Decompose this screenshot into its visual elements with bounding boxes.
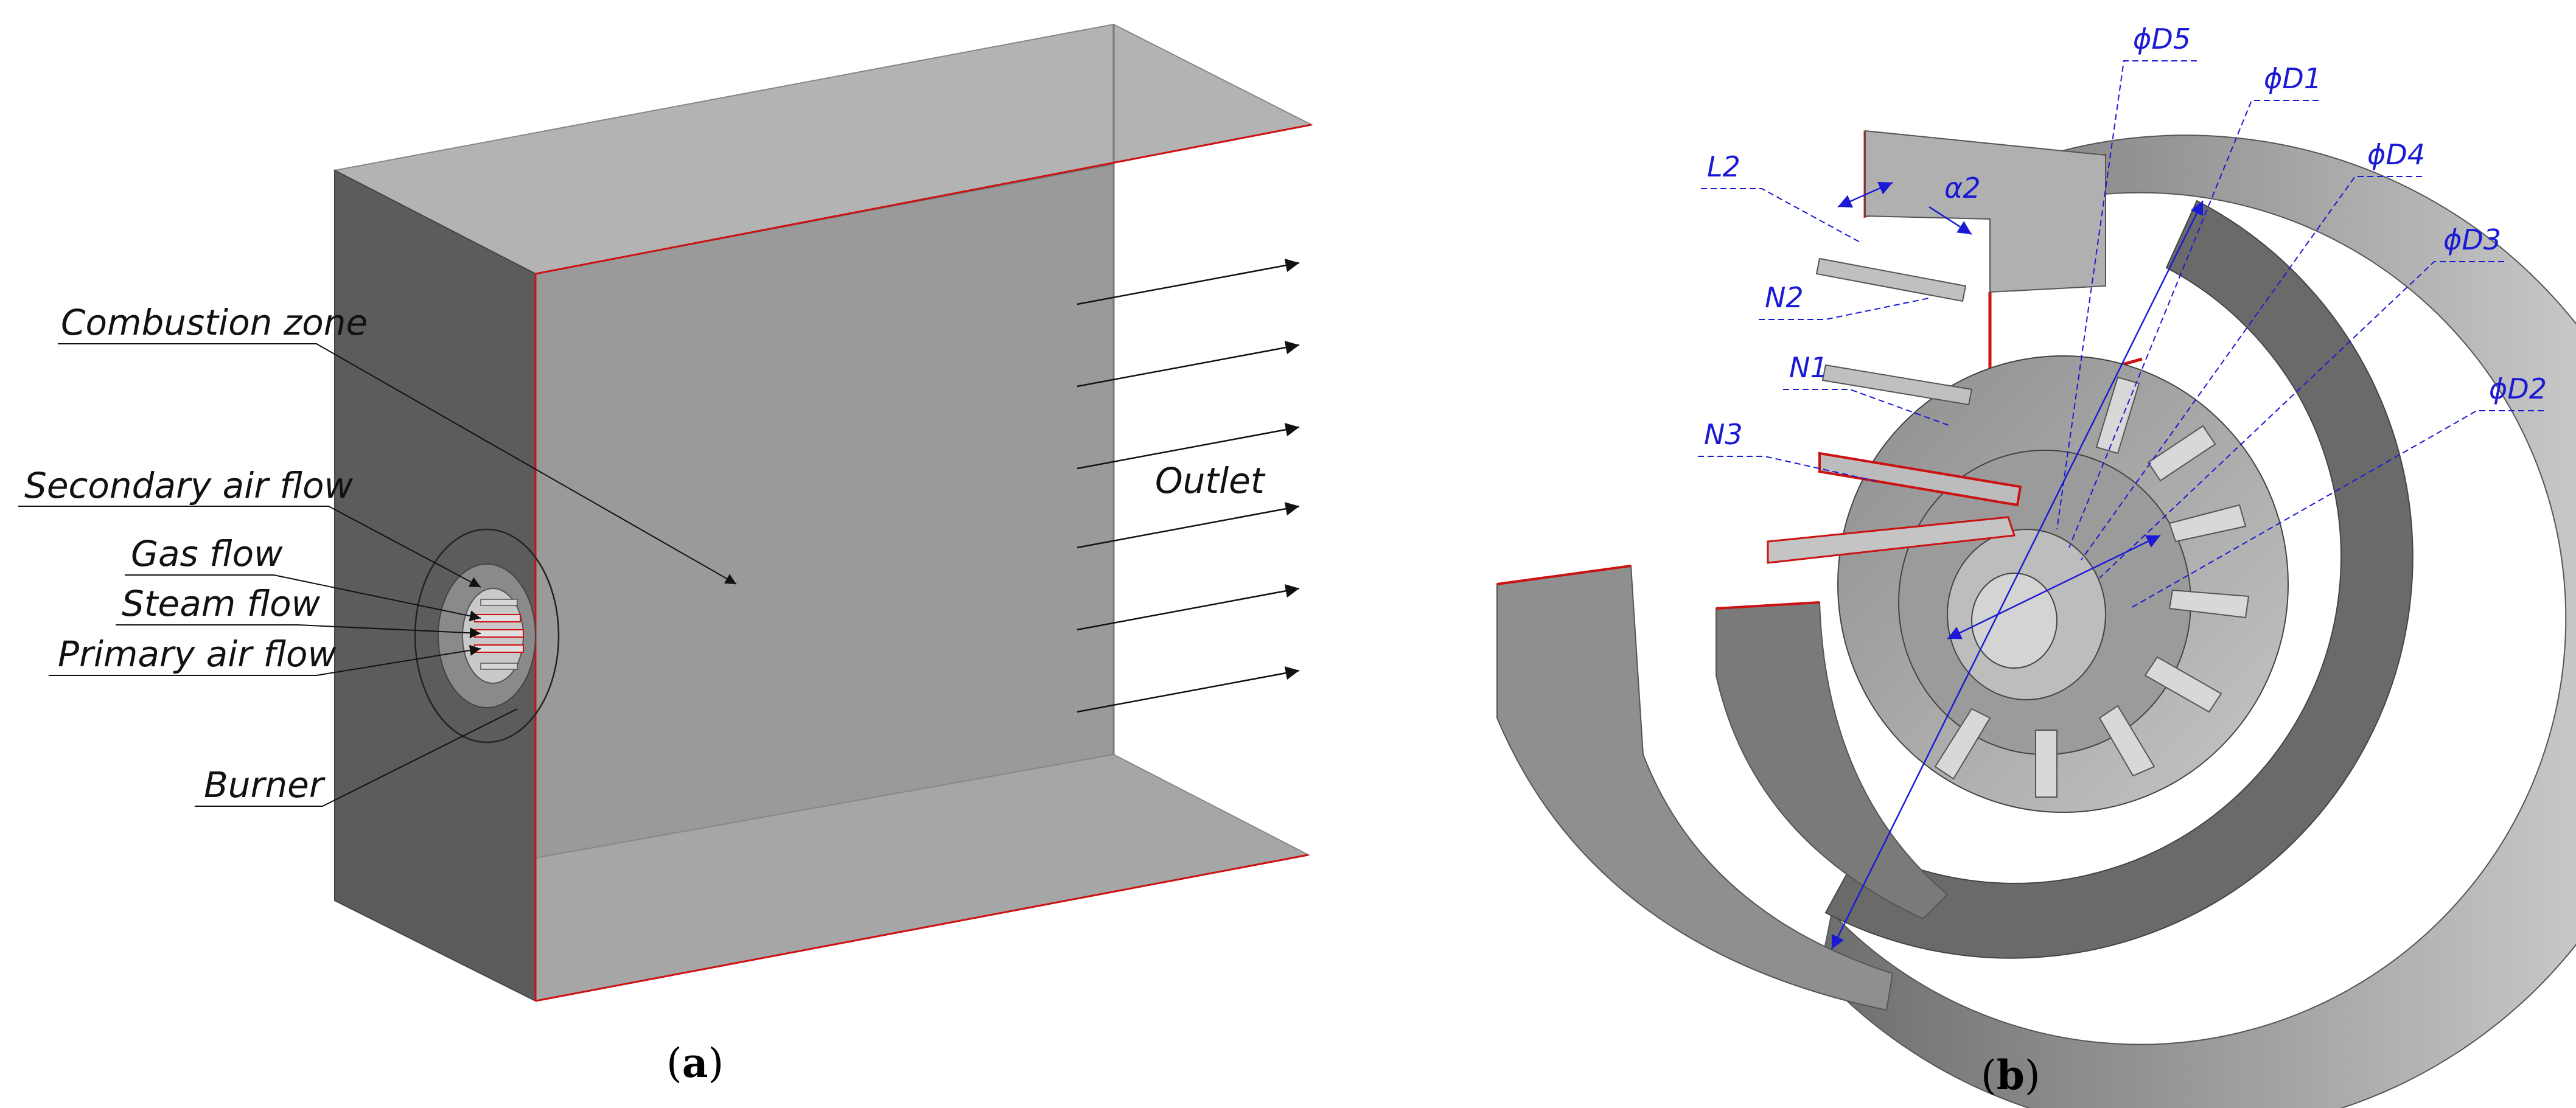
dim-label-d5: ϕD5 [2133,23,2191,55]
burner-red-edge [1716,601,1820,610]
callout-steam-flow: Steam flow [122,583,321,624]
leader-steam-flow [116,624,481,639]
dim-label-n1: N1 [1789,351,1828,384]
panel-b-label: (b) [1981,1051,2040,1099]
dim-label-a2: α2 [1944,172,1981,204]
burner-pipe [1821,364,1973,406]
furnace-red-edge [535,124,1312,275]
outlet-arrow [1077,502,1300,549]
dimension-leaders [1698,60,2544,609]
leader-primary-air [49,645,481,676]
burner-red-edge [1496,565,1632,585]
callout-outlet: Outlet [1155,460,1266,501]
leader-d5 [2056,60,2197,530]
burner-left-shell [1496,565,1894,1011]
dim-label-n2: N2 [1765,281,1804,314]
leader-combustion-zone [58,343,737,585]
burner-top-plate [1865,130,2106,293]
burner-channel [480,663,518,670]
callout-primary-air-flow: Primary air flow [58,633,337,675]
burner-channel [474,614,521,622]
burner-channel [474,629,524,638]
burner-outer-shell [1818,134,2576,1108]
furnace-red-edge [535,854,1309,1002]
outlet-arrow [1077,666,1300,713]
dim-label-n3: N3 [1704,418,1743,451]
leader-burner [195,708,518,807]
outlet-arrow [1077,259,1300,305]
outlet-arrow [1077,341,1300,388]
callout-gas-flow: Gas flow [131,533,283,574]
dim-label-d2: ϕD2 [2489,372,2547,405]
outlet-arrows [1077,259,1300,713]
callout-burner: Burner [204,764,326,806]
dim-label-l2: L2 [1707,150,1740,183]
dim-arrow-l2 [1837,181,1893,208]
panel-a-label: (a) [666,1039,724,1087]
burner-channel [474,644,524,653]
panel-a: Combustion zone Secondary air flow Gas f… [18,23,1314,1087]
outlet-arrow [1077,584,1300,631]
leader-l2 [1701,188,1863,244]
dim-label-d3: ϕD3 [2443,223,2501,256]
callout-secondary-air-flow: Secondary air flow [24,465,353,506]
burner-pipe [1815,257,1967,302]
leader-d1 [2068,100,2319,548]
leader-d3 [2099,261,2504,579]
dim-arrow-a2 [1929,206,1972,235]
dim-label-d4: ϕD4 [2367,138,2425,171]
callout-leaders [18,343,737,807]
leader-secondary-air [18,506,481,588]
dim-arrow-hub [1947,534,2161,640]
leader-gas-flow [125,574,481,622]
outlet-arrow [1077,423,1300,470]
dim-label-d1: ϕD1 [2264,62,2322,95]
leader-d2 [2129,410,2544,609]
dimension-arrows [1831,181,2204,950]
swirler-blade [2035,730,2058,798]
furnace-back-face [535,163,1114,859]
burner-outline-circle [414,528,560,744]
burner-channel [480,599,518,606]
callout-combustion-zone: Combustion zone [61,302,368,343]
panel-b: ϕD5 ϕD1 ϕD4 ϕD3 ϕD2 L2 α2 N2 N1 N3 (b) [1496,23,2576,1108]
